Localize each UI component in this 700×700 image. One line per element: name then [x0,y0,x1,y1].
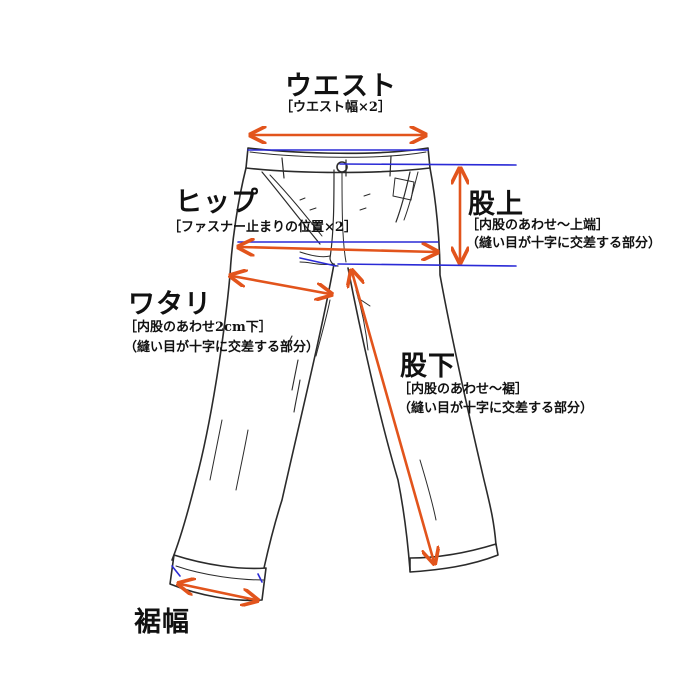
right-pocket [395,171,411,223]
right-inseam [347,267,411,571]
thigh-note-1: ［内股のあわせ2cm下］ [124,320,272,335]
waist-note: ［ウエスト幅×2］ [280,100,391,115]
right-cuff [409,543,499,573]
rise-bottom-guide [337,263,517,267]
hem-guide-right [257,573,263,583]
inseam-note-1: ［内股のあわせ〜裾］ [398,382,529,397]
inseam-arrow [352,272,434,562]
thigh-note-2: （縫い目が十字に交差する部分） [124,340,320,355]
thigh-arrow [232,276,330,294]
hip-arrow [240,247,436,252]
waist-title: ウエスト [285,71,397,102]
left-pocket [261,171,321,245]
hem-guide-left [171,565,181,577]
right-outer-seam [429,167,497,546]
hip-title: ヒップ [175,187,259,218]
hem-title: 裾幅 [134,607,190,638]
inseam-title: 股下 [400,351,456,382]
thigh-title: ワタリ [128,289,212,320]
rise-note-1: ［内股のあわせ〜上端］ [466,218,610,233]
measure-arrows [180,135,460,600]
left-cuff [169,554,267,602]
hip-note: ［ファスナー止まりの位置×2］ [168,220,357,235]
rise-title: 股上 [468,189,524,220]
rise-note-2: （縫い目が十字に交差する部分） [466,236,662,251]
inseam-note-2: （縫い目が十字に交差する部分） [398,401,594,416]
left-inseam [263,263,335,569]
rise-top-guide [339,163,517,166]
left-outer-seam [171,167,247,561]
hem-arrow [180,584,256,600]
